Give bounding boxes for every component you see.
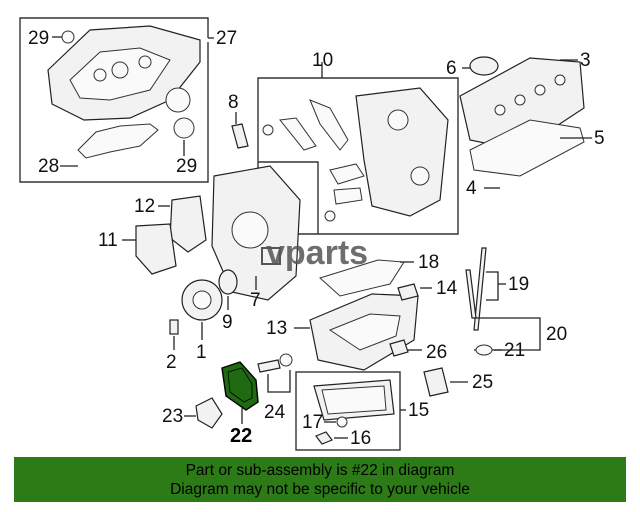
pulley-bolt [169, 319, 179, 335]
callout-16: 16 [350, 428, 371, 449]
callout-3: 3 [580, 50, 591, 71]
callout-22: 22 [230, 425, 252, 447]
bolt [262, 124, 274, 136]
o-ring [475, 344, 493, 356]
chain-guide [309, 99, 349, 151]
banner-line-1: Part or sub-assembly is #22 in diagram [185, 462, 455, 479]
intake-gasket [77, 123, 159, 159]
callout-19: 19 [508, 274, 529, 295]
info-banner: Part or sub-assembly is #22 in diagram D… [14, 457, 626, 502]
callout-numbers: 29 27 28 29 10 6 3 5 4 8 12 11 7 9 1 2 1… [28, 28, 605, 449]
small-bracket [231, 123, 249, 149]
tensioner-arm [333, 187, 363, 205]
leader-20 [474, 317, 541, 351]
washer-24 [279, 353, 293, 367]
leader-19 [486, 271, 499, 301]
oil-pressure-switch [389, 339, 409, 357]
callout-13: 13 [266, 318, 287, 339]
cover-plug [494, 104, 506, 116]
valve-cover-gasket [469, 119, 585, 177]
front-seal [218, 269, 238, 295]
tensioner [329, 163, 365, 185]
front-cover-group [122, 112, 301, 350]
dipstick-tube [465, 269, 477, 319]
callout-26: 26 [426, 342, 447, 363]
drain-washer [336, 416, 348, 428]
callout-11: 11 [98, 230, 118, 251]
manifold-port [138, 55, 152, 69]
callout-4: 4 [466, 178, 477, 199]
part-22-highlighted [221, 361, 259, 411]
throttle-gasket [173, 117, 195, 139]
callout-25: 25 [472, 372, 493, 393]
oil-cooler-bolt [257, 359, 281, 373]
group-27-frame [19, 17, 209, 183]
water-pump-cover [169, 195, 207, 253]
bottom-left-group [184, 353, 293, 429]
intake-manifold-group [19, 17, 214, 183]
callout-5: 5 [594, 128, 605, 149]
baffle-plate [319, 259, 405, 297]
vparts-watermark: vparts [261, 234, 368, 272]
chain-guide [279, 117, 317, 151]
callout-10: 10 [312, 50, 333, 71]
dipstick-group [389, 247, 541, 397]
callout-2: 2 [166, 352, 177, 373]
oil-pan-group [294, 259, 432, 451]
cover-plug [534, 84, 546, 96]
watermark-text: vparts [266, 234, 368, 272]
callout-18: 18 [418, 252, 439, 273]
throttle-flange [165, 87, 191, 113]
callout-28: 28 [38, 156, 59, 177]
callout-15: 15 [408, 400, 429, 421]
drain-plug [315, 431, 333, 445]
banner-line-2: Diagram may not be specific to your vehi… [170, 481, 470, 498]
manifold-port [93, 68, 107, 82]
timing-cover-rear [355, 87, 449, 217]
callout-14: 14 [436, 278, 458, 299]
cover-opening [231, 211, 269, 249]
cover-plug [514, 94, 526, 106]
part-22-detail [227, 367, 253, 403]
callout-17: 17 [302, 412, 323, 433]
callout-1: 1 [196, 342, 207, 363]
small-o-ring [61, 30, 75, 44]
valve-cover-group [459, 56, 592, 189]
manifold-port [111, 61, 129, 79]
bracket-14 [397, 283, 419, 301]
pan-rib [328, 313, 401, 351]
cover-plug [554, 74, 566, 86]
callout-12: 12 [134, 196, 155, 217]
callout-9: 9 [222, 312, 233, 333]
callout-24: 24 [264, 402, 286, 423]
lower-oil-pan-inner [321, 385, 387, 415]
oil-strainer [195, 397, 223, 429]
bolt [324, 210, 336, 222]
dipstick [473, 247, 487, 331]
callout-7: 7 [250, 290, 261, 311]
oil-pump [135, 223, 177, 275]
callout-27: 27 [216, 28, 237, 49]
callout-23: 23 [162, 406, 183, 427]
watermark-box-icon [261, 247, 281, 265]
group-15-frame [295, 371, 401, 451]
oil-filler-cap [469, 56, 499, 76]
cover-hole [387, 109, 409, 131]
cover-hole [410, 166, 430, 186]
timing-cover-group [257, 62, 459, 235]
crank-pulley-hub [192, 290, 212, 310]
leader-24 [267, 370, 291, 393]
oil-filter [423, 367, 449, 397]
callout-29b: 29 [176, 156, 197, 177]
callout-21: 21 [504, 340, 525, 361]
callout-29a: 29 [28, 28, 49, 49]
callout-6: 6 [446, 58, 457, 79]
callout-20: 20 [546, 324, 567, 345]
callout-8: 8 [228, 92, 239, 113]
